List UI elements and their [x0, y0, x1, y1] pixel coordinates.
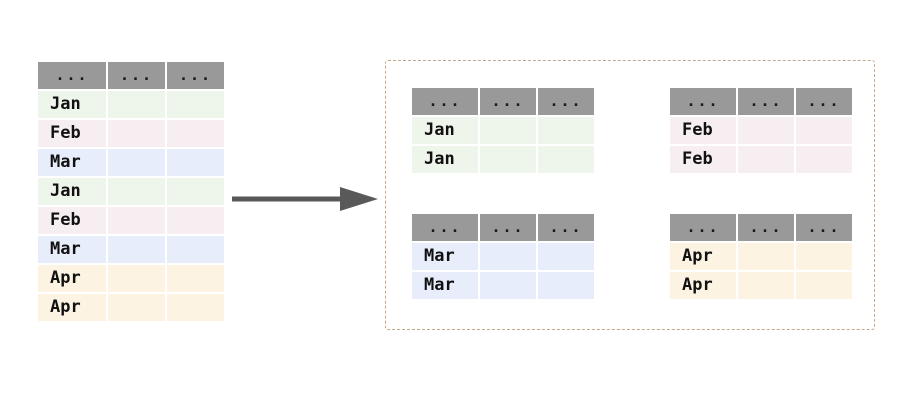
- split-row-cell: [738, 272, 794, 299]
- flow-arrow-icon: [232, 187, 378, 211]
- split-row-label: Feb: [682, 149, 713, 169]
- split-row-cell: [480, 243, 536, 270]
- split-header-cell-0: ...: [670, 88, 736, 115]
- source-row-cell: [108, 120, 165, 147]
- split-row-cell: [796, 272, 852, 299]
- split-row-cell: [538, 146, 594, 173]
- table-row: Mar: [38, 149, 224, 176]
- split-header-cell-1: ...: [480, 88, 536, 115]
- table-row: Jan: [38, 178, 224, 205]
- source-table-header-cell-1: ...: [108, 62, 165, 89]
- split-header-cell-0: ...: [412, 214, 478, 241]
- split-header-cell-0: ...: [670, 214, 736, 241]
- split-row-label: Feb: [682, 120, 713, 140]
- source-row-cell: [108, 91, 165, 118]
- source-row-cell: [167, 236, 224, 263]
- table-row: Jan: [412, 117, 594, 144]
- source-row-label: Apr: [50, 268, 81, 288]
- group-container: [385, 60, 875, 330]
- split-header-cell-2: ...: [796, 88, 852, 115]
- split-row-cell: [538, 243, 594, 270]
- table-row: Feb: [670, 117, 852, 144]
- split-table-apr: ... ... ... Apr Apr: [668, 212, 854, 301]
- table-row: Mar: [38, 236, 224, 263]
- source-table-header-cell-2: ...: [167, 62, 224, 89]
- source-row-cell: [167, 91, 224, 118]
- table-row: Jan: [412, 146, 594, 173]
- source-row-label: Feb: [50, 210, 81, 230]
- source-row-label: Apr: [50, 297, 81, 317]
- split-row-label: Jan: [424, 120, 455, 140]
- split-row-cell: [538, 272, 594, 299]
- split-row-cell: [796, 117, 852, 144]
- split-table-mar: ... ... ... Mar Mar: [410, 212, 596, 301]
- split-table-header-row: ... ... ...: [670, 88, 852, 115]
- source-row-label: Jan: [50, 94, 81, 114]
- source-table-header-row: ... ... ...: [38, 62, 224, 89]
- source-row-cell: [167, 207, 224, 234]
- source-row-cell: [167, 265, 224, 292]
- table-row: Jan: [38, 91, 224, 118]
- split-header-cell-2: ...: [538, 214, 594, 241]
- split-table-header-row: ... ... ...: [412, 88, 594, 115]
- source-table-header-cell-0: ...: [38, 62, 106, 89]
- source-table: ... ... ... Jan Feb Mar Jan Feb: [36, 60, 226, 323]
- table-row: Mar: [412, 243, 594, 270]
- split-table-jan: ... ... ... Jan Jan: [410, 86, 596, 175]
- split-row-cell: [738, 117, 794, 144]
- source-row-label: Mar: [50, 152, 81, 172]
- split-table-header-row: ... ... ...: [412, 214, 594, 241]
- split-header-cell-0: ...: [412, 88, 478, 115]
- table-row: Apr: [38, 265, 224, 292]
- source-row-label: Jan: [50, 181, 81, 201]
- split-row-label: Apr: [682, 275, 713, 295]
- split-row-label: Mar: [424, 275, 455, 295]
- source-row-cell: [108, 178, 165, 205]
- source-row-label: Mar: [50, 239, 81, 259]
- table-row: Feb: [38, 207, 224, 234]
- split-row-label: Apr: [682, 246, 713, 266]
- split-row-cell: [796, 146, 852, 173]
- split-header-cell-1: ...: [738, 214, 794, 241]
- split-row-label: Jan: [424, 149, 455, 169]
- split-row-cell: [738, 146, 794, 173]
- split-row-label: Mar: [424, 246, 455, 266]
- split-row-cell: [480, 272, 536, 299]
- split-header-cell-2: ...: [796, 214, 852, 241]
- source-row-cell: [167, 178, 224, 205]
- split-row-cell: [738, 243, 794, 270]
- table-row: Apr: [670, 272, 852, 299]
- split-table-feb: ... ... ... Feb Feb: [668, 86, 854, 175]
- source-row-cell: [167, 294, 224, 321]
- table-row: Apr: [38, 294, 224, 321]
- split-row-cell: [480, 146, 536, 173]
- split-header-cell-2: ...: [538, 88, 594, 115]
- table-row: Feb: [670, 146, 852, 173]
- split-header-cell-1: ...: [480, 214, 536, 241]
- split-table-header-row: ... ... ...: [670, 214, 852, 241]
- split-row-cell: [796, 243, 852, 270]
- source-row-cell: [167, 120, 224, 147]
- source-row-cell: [108, 236, 165, 263]
- split-row-cell: [538, 117, 594, 144]
- table-row: Feb: [38, 120, 224, 147]
- table-row: Apr: [670, 243, 852, 270]
- source-row-label: Feb: [50, 123, 81, 143]
- source-row-cell: [108, 265, 165, 292]
- split-header-cell-1: ...: [738, 88, 794, 115]
- split-row-cell: [480, 117, 536, 144]
- table-row: Mar: [412, 272, 594, 299]
- source-row-cell: [167, 149, 224, 176]
- source-row-cell: [108, 294, 165, 321]
- source-row-cell: [108, 207, 165, 234]
- source-row-cell: [108, 149, 165, 176]
